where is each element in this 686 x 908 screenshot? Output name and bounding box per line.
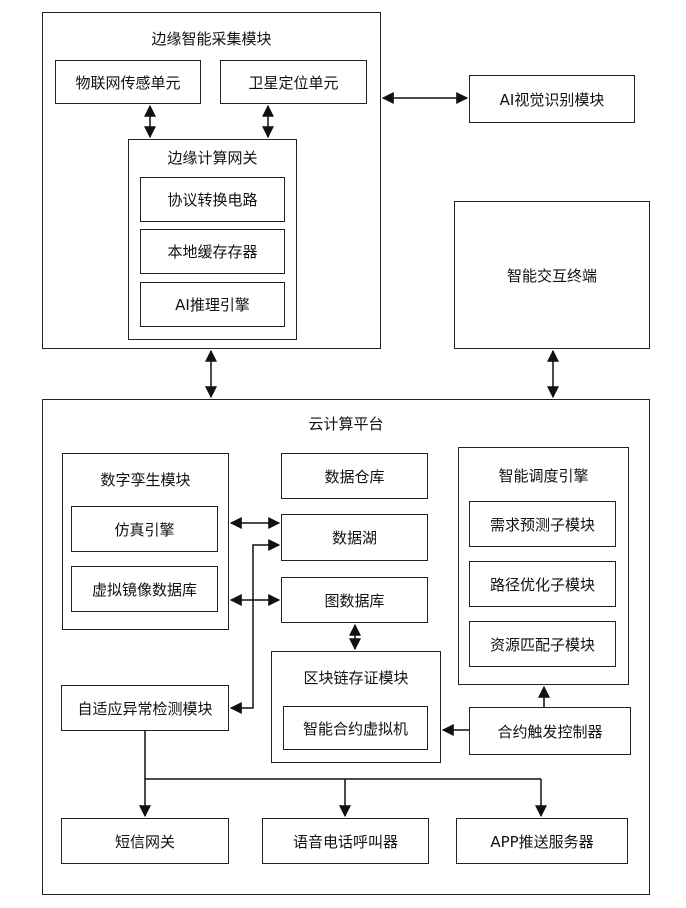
- simulation-engine: 仿真引擎: [71, 506, 218, 552]
- smart-terminal: 智能交互终端: [454, 201, 650, 349]
- path-optimization-submodule: 路径优化子模块: [469, 561, 616, 607]
- app-push-server: APP推送服务器: [456, 818, 628, 864]
- smart-contract-vm: 智能合约虚拟机: [283, 706, 428, 750]
- local-cache: 本地缓存存器: [140, 229, 285, 274]
- graph-db: 图数据库: [281, 577, 428, 623]
- protocol-converter: 协议转换电路: [140, 177, 285, 222]
- virtual-mirror-db: 虚拟镜像数据库: [71, 566, 218, 612]
- digital-twin-title: 数字孪生模块: [63, 470, 228, 490]
- cloud-platform-title: 云计算平台: [43, 414, 649, 434]
- resource-matching-submodule: 资源匹配子模块: [469, 621, 616, 667]
- contract-trigger-controller: 合约触发控制器: [469, 707, 631, 755]
- voice-caller: 语音电话呼叫器: [262, 818, 429, 864]
- anomaly-detection-module: 自适应异常检测模块: [61, 685, 229, 731]
- iot-sensor-unit: 物联网传感单元: [55, 60, 201, 104]
- gps-unit: 卫星定位单元: [220, 60, 367, 104]
- data-lake: 数据湖: [281, 514, 428, 561]
- edge-gateway-title: 边缘计算网关: [129, 148, 296, 168]
- smart-scheduler-title: 智能调度引擎: [459, 466, 628, 486]
- sms-gateway: 短信网关: [61, 818, 229, 864]
- ai-inference-engine: AI推理引擎: [140, 282, 285, 327]
- data-warehouse: 数据仓库: [281, 453, 428, 499]
- ai-vision-module: AI视觉识别模块: [469, 75, 635, 123]
- edge-module-title: 边缘智能采集模块: [43, 29, 380, 49]
- demand-forecast-submodule: 需求预测子模块: [469, 501, 616, 547]
- blockchain-title: 区块链存证模块: [272, 668, 440, 688]
